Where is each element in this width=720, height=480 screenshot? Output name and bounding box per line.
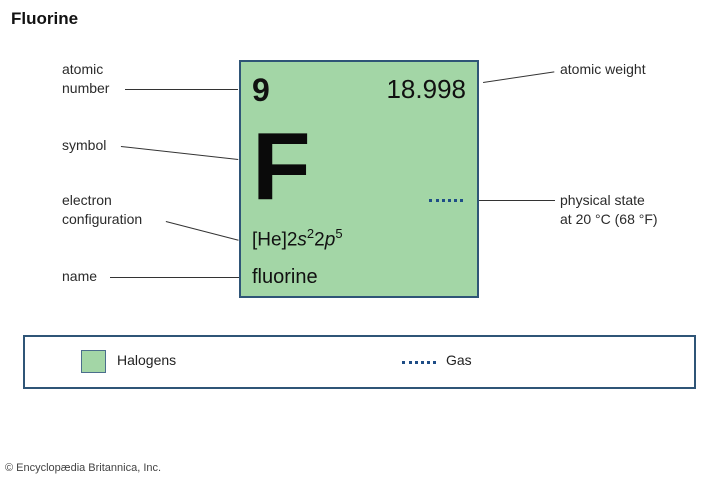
label-line: electron	[62, 192, 112, 208]
legend-halogens-label: Halogens	[117, 352, 177, 368]
econf-core: [He]2	[252, 229, 298, 251]
label-electron-configuration: electron configuration	[62, 191, 142, 229]
leader-atomic-weight	[483, 71, 555, 83]
leader-symbol	[120, 146, 239, 160]
econf-mid: 2	[314, 229, 325, 251]
page-title: Fluorine	[11, 9, 79, 28]
label-line: physical state	[560, 192, 645, 208]
label-line: atomic	[62, 61, 104, 77]
leader-name	[110, 277, 239, 278]
electron-configuration: [He]2s22p5	[252, 226, 343, 251]
element-symbol: F	[252, 113, 311, 220]
atomic-weight: 18.998	[386, 74, 466, 104]
econf-p-exp: 5	[335, 226, 343, 241]
label-symbol: symbol	[62, 137, 107, 153]
leader-electron-config	[165, 221, 239, 241]
econf-p: p	[324, 229, 336, 251]
label-name: name	[62, 268, 98, 284]
label-line: configuration	[62, 211, 143, 227]
leader-atomic-number	[125, 89, 238, 90]
econf-s: s	[297, 229, 307, 251]
label-line: number	[62, 80, 110, 96]
copyright-credit: © Encyclopædia Britannica, Inc.	[5, 462, 162, 474]
leader-physical-state	[465, 200, 555, 201]
label-physical-state: physical state at 20 °C (68 °F)	[560, 191, 658, 229]
label-line: at 20 °C (68 °F)	[560, 211, 658, 227]
element-tile: 9 18.998 F [He]2s22p5 fluorine	[239, 60, 479, 298]
atomic-number: 9	[252, 72, 270, 108]
label-atomic-number: atomic number	[62, 60, 109, 98]
legend-gas-label: Gas	[446, 352, 472, 368]
halogens-swatch-icon	[81, 350, 106, 373]
gas-dash-icon	[402, 361, 436, 364]
legend: Halogens Gas	[23, 335, 696, 389]
element-name: fluorine	[252, 266, 318, 288]
label-atomic-weight: atomic weight	[560, 61, 646, 77]
gas-state-indicator	[429, 199, 463, 202]
econf-s-exp: 2	[306, 226, 315, 241]
